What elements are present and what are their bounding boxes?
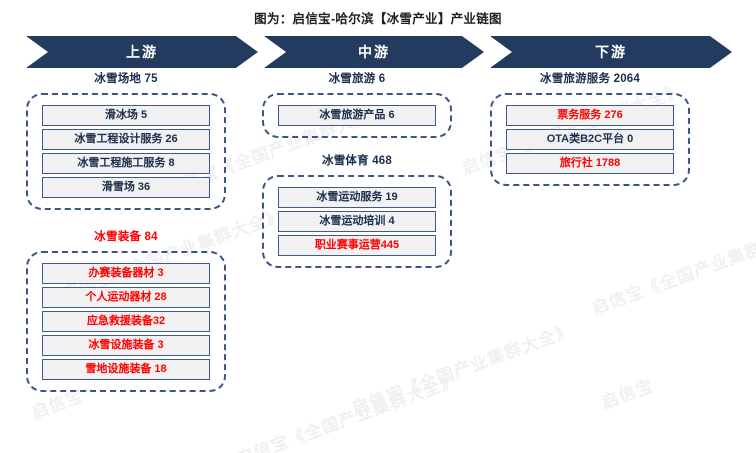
group-box-sports: 冰雪运动服务 19 冰雪运动培训 4 职业赛事运营445 (262, 175, 452, 268)
node-item[interactable]: 旅行社 1788 (506, 153, 674, 174)
node-item[interactable]: 冰雪设施装备 3 (42, 335, 210, 356)
group-label-travel-services: 冰雪旅游服务 2064 (540, 73, 640, 85)
node-item[interactable]: 冰雪旅游产品 6 (278, 105, 436, 126)
group-box-travel-services: 票务服务 276 OTA类B2C平台 0 旅行社 1788 (490, 93, 690, 186)
column-midstream: 冰雪旅游 6 冰雪旅游产品 6 冰雪体育 468 冰雪运动服务 19 冰雪运动培… (262, 70, 452, 268)
node-item[interactable]: 冰雪运动服务 19 (278, 187, 436, 208)
group-box-equipment: 办赛装备器材 3 个人运动器材 28 应急救援装备32 冰雪设施装备 3 雪地设… (26, 251, 226, 392)
watermark-text: 启信宝《全国产业集群大全》 (349, 320, 576, 419)
column-upstream: 冰雪场地 75 滑冰场 5 冰雪工程设计服务 26 冰雪工程施工服务 8 滑雪场… (26, 70, 226, 392)
node-item[interactable]: 办赛装备器材 3 (42, 263, 210, 284)
watermark-text: 启信宝《全国产业集群大全》 (234, 370, 461, 453)
group-label-venues: 冰雪场地 75 (94, 73, 158, 85)
node-item[interactable]: 冰雪工程施工服务 8 (42, 153, 210, 174)
group-box-venues: 滑冰场 5 冰雪工程设计服务 26 冰雪工程施工服务 8 滑雪场 36 (26, 93, 226, 210)
node-item[interactable]: 应急救援装备32 (42, 311, 210, 332)
node-item[interactable]: 滑冰场 5 (42, 105, 210, 126)
node-item[interactable]: 冰雪运动培训 4 (278, 211, 436, 232)
node-item[interactable]: 雪地设施装备 18 (42, 359, 210, 380)
group-label-equipment: 冰雪装备 84 (94, 231, 158, 243)
watermark-text: 启信宝 (599, 376, 657, 413)
group-box-tourism: 冰雪旅游产品 6 (262, 93, 452, 138)
node-item[interactable]: 票务服务 276 (506, 105, 674, 126)
node-item[interactable]: 职业赛事运营445 (278, 235, 436, 256)
column-downstream: 冰雪旅游服务 2064 票务服务 276 OTA类B2C平台 0 旅行社 178… (490, 70, 690, 186)
page-title: 图为：启信宝-哈尔滨【冰雪产业】产业链图 (254, 12, 502, 26)
node-item[interactable]: 滑雪场 36 (42, 177, 210, 198)
node-item[interactable]: 个人运动器材 28 (42, 287, 210, 308)
node-item[interactable]: OTA类B2C平台 0 (506, 129, 674, 150)
stage-arrow-downstream[interactable]: 下游 (490, 36, 732, 68)
stage-arrow-midstream[interactable]: 中游 (264, 36, 484, 68)
stage-arrow-band: 上游 中游 下游 (26, 36, 732, 68)
stage-arrow-upstream[interactable]: 上游 (26, 36, 258, 68)
watermark-text: 启信宝《全国产业集群大全》 (589, 220, 756, 319)
group-label-sports: 冰雪体育 468 (322, 155, 392, 167)
group-label-tourism: 冰雪旅游 6 (328, 73, 386, 85)
node-item[interactable]: 冰雪工程设计服务 26 (42, 129, 210, 150)
